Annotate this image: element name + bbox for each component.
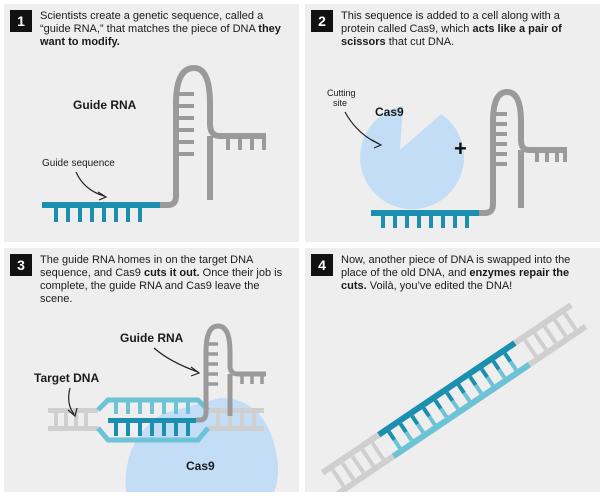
guide-sequence-arrow bbox=[75, 171, 105, 197]
step-4-panel: 4 Now, another piece of DNA is swapped i… bbox=[305, 248, 600, 492]
step-description: This sequence is added to a cell along w… bbox=[341, 10, 593, 49]
arrowhead bbox=[190, 366, 201, 377]
target-strand-top bbox=[96, 397, 210, 412]
guide-rna-label: Guide RNA bbox=[73, 98, 137, 112]
old-dna-bases bbox=[330, 311, 578, 488]
target-dna-right bbox=[208, 408, 264, 431]
guide-sequence-bases bbox=[114, 423, 190, 436]
step-number: 2 bbox=[311, 10, 333, 32]
new-dna-bases bbox=[387, 352, 518, 450]
guide-sequence-bases bbox=[54, 208, 142, 222]
step-2-panel: 2 This sequence is added to a cell along… bbox=[305, 4, 600, 242]
guide-sequence-bases bbox=[381, 216, 469, 228]
target-dna-arrow bbox=[68, 387, 75, 415]
guide-rna-arrow bbox=[153, 347, 199, 373]
arrowhead bbox=[97, 191, 108, 201]
guide-sequence-strand bbox=[371, 210, 479, 216]
desc-bold: they want to modify. bbox=[40, 23, 281, 48]
step-number: 4 bbox=[311, 254, 333, 276]
cutting-illustration: Cas9 bbox=[34, 323, 279, 492]
plus-sign: + bbox=[454, 136, 467, 161]
new-dna-strand-top bbox=[377, 340, 517, 438]
desc-text: Now, another piece of DNA is swapped int… bbox=[341, 254, 571, 279]
target-strand-bottom bbox=[96, 426, 210, 443]
step-1-panel: 1 Scientists create a genetic sequence, … bbox=[4, 4, 299, 242]
rna-hairpin-bases bbox=[176, 92, 266, 156]
guide-sequence-strand bbox=[42, 202, 160, 208]
rna-hairpin-bases bbox=[206, 342, 264, 386]
cutting-site-label-2: site bbox=[333, 98, 347, 108]
edited-dna-helix bbox=[320, 302, 588, 492]
desc-bold: cuts it out. bbox=[143, 267, 200, 279]
desc-text: This sequence is added to a cell along w… bbox=[341, 10, 560, 35]
target-bases bbox=[114, 402, 190, 414]
step-number: 1 bbox=[10, 10, 32, 32]
rna-backbone bbox=[196, 323, 266, 423]
arrowhead bbox=[371, 139, 383, 149]
guide-sequence-strand bbox=[108, 418, 196, 423]
desc-bold: acts like a pair of scissors bbox=[341, 23, 562, 48]
edited-dna-illustration bbox=[320, 302, 588, 492]
cas9-protein bbox=[360, 106, 465, 210]
guide-rna-illustration: Guide RNA Guide sequence bbox=[42, 64, 266, 222]
rna-backbone bbox=[479, 88, 567, 216]
arrowhead bbox=[67, 407, 78, 418]
target-dna-left bbox=[48, 408, 98, 431]
desc-text: Scientists create a genetic sequence, ca… bbox=[40, 10, 264, 35]
rna-hairpin-bases bbox=[493, 112, 567, 166]
desc-text: Voilà, you’ve edited the DNA! bbox=[366, 280, 513, 292]
step-number: 3 bbox=[10, 254, 32, 276]
desc-text: The guide RNA homes in on the target DNA… bbox=[40, 254, 253, 279]
desc-text: that cut DNA. bbox=[385, 36, 455, 48]
cutting-site-label: Cutting bbox=[327, 88, 356, 98]
rna-backbone bbox=[160, 64, 266, 208]
guide-sequence-label: Guide sequence bbox=[42, 158, 115, 169]
desc-bold: enzymes repair the cuts. bbox=[341, 267, 570, 292]
target-dna-label: Target DNA bbox=[34, 371, 99, 385]
cas9-label: Cas9 bbox=[186, 459, 215, 473]
step-description: The guide RNA homes in on the target DNA… bbox=[40, 254, 292, 306]
desc-text: Once their job is complete, the guide RN… bbox=[40, 267, 283, 305]
step-description: Now, another piece of DNA is swapped int… bbox=[341, 254, 593, 293]
new-dna-strand-bottom bbox=[391, 362, 532, 459]
cas9-illustration: Cas9 Cutting site + bbox=[327, 88, 567, 228]
guide-rna-label: Guide RNA bbox=[120, 331, 184, 345]
cas9-label: Cas9 bbox=[375, 105, 404, 119]
step-description: Scientists create a genetic sequence, ca… bbox=[40, 10, 292, 49]
step-3-panel: 3 The guide RNA homes in on the target D… bbox=[4, 248, 299, 492]
